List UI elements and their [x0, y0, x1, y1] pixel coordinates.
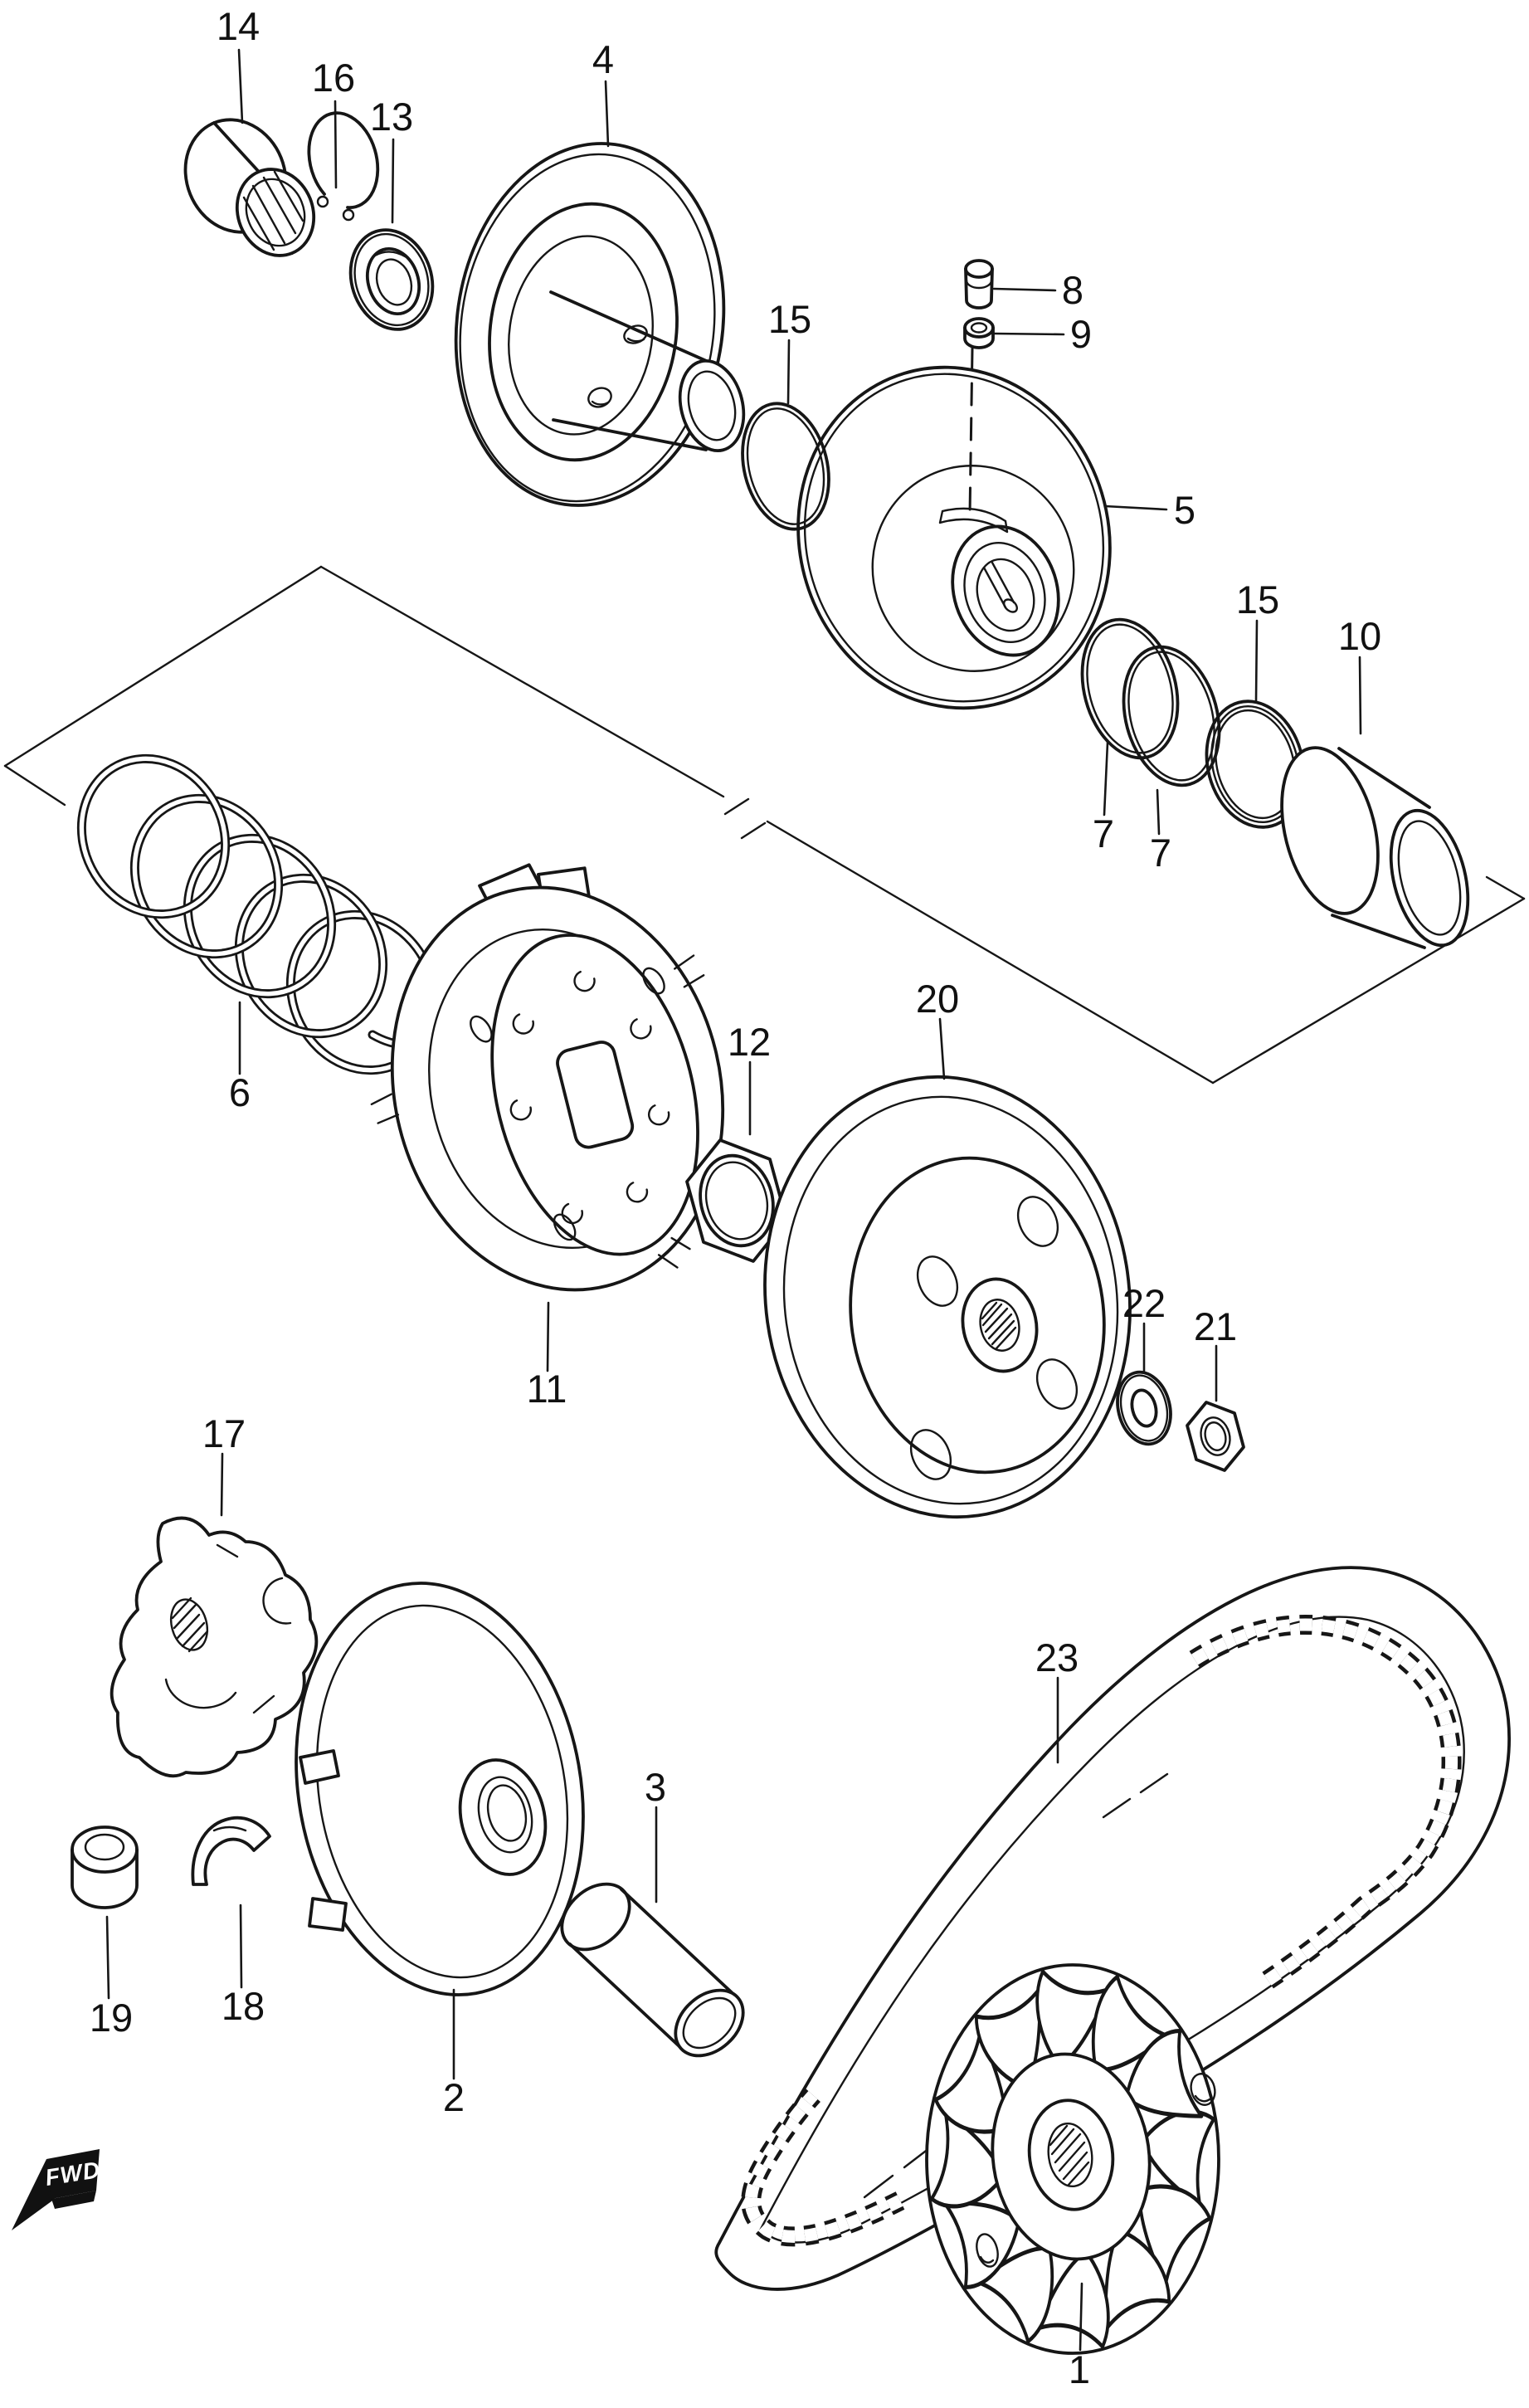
plane-fold-line-b — [766, 820, 1215, 1085]
fwd-flag-fold — [51, 2191, 96, 2209]
leader-10 — [1358, 656, 1362, 735]
leader-4 — [604, 80, 610, 148]
callout-20: 20 — [916, 977, 959, 1021]
plane-fold-line-a — [319, 565, 725, 798]
part-12-lock-nut — [685, 1138, 788, 1263]
part-15-snap-ring-a — [741, 402, 830, 531]
part-4-driven-face — [454, 142, 746, 507]
callout-leaders — [105, 48, 1362, 2352]
fwd-flag — [46, 2149, 100, 2199]
part-21-nut — [1186, 1401, 1245, 1472]
callout-18: 18 — [222, 1984, 265, 2028]
callout-15-a: 15 — [768, 297, 811, 341]
plane-edge-right-stub — [1485, 875, 1526, 900]
callout-1: 1 — [1069, 2347, 1090, 2391]
reference-plane-lines — [3, 565, 1526, 1085]
part-1-drive-pulley-fan — [925, 1963, 1220, 2355]
plane-edge-top-left — [3, 565, 323, 768]
assembly-axis-dashed-line — [968, 347, 974, 516]
plane-edge-left-stub — [3, 764, 66, 807]
callout-12: 12 — [728, 1020, 771, 1064]
belt-phantom-dashes-lower — [863, 2144, 934, 2199]
part-9-nut — [963, 317, 995, 349]
belt-phantom-dashes-upper — [1102, 1772, 1169, 1819]
part-14-needle-bearing — [183, 118, 316, 257]
callout-5: 5 — [1174, 488, 1195, 532]
part-7-ring-a — [1080, 617, 1180, 760]
leader-20 — [938, 1017, 946, 1080]
part-10-spacer-sleeve — [1280, 746, 1470, 949]
callout-14: 14 — [217, 4, 260, 48]
part-20-clutch-housing — [763, 1075, 1132, 1519]
belt-outer-edge — [714, 1566, 1511, 2291]
part-11-clutch-shoe-assembly — [370, 863, 725, 1292]
spline-hatch — [981, 1301, 1017, 1350]
fwd-marker: FWD — [12, 2149, 102, 2230]
leader-1 — [1079, 2282, 1083, 2352]
part-8-pin — [964, 259, 994, 310]
callout-15-b: 15 — [1236, 578, 1279, 621]
callout-4: 4 — [592, 37, 614, 81]
callout-labels: 14 16 13 4 15 8 9 5 7 7 15 10 6 11 12 20… — [90, 4, 1381, 2391]
part-19-roller — [71, 1825, 139, 1909]
part-22-washer — [1116, 1370, 1172, 1446]
leader-5 — [1103, 505, 1168, 511]
leader-15b — [1254, 619, 1259, 703]
callout-9: 9 — [1070, 312, 1092, 356]
callout-7-b: 7 — [1150, 831, 1171, 875]
part-2-fixed-drive-face — [295, 1582, 585, 1996]
leader-16 — [334, 100, 338, 189]
leader-19 — [105, 1915, 110, 2000]
callout-22: 22 — [1122, 1281, 1166, 1325]
callout-3: 3 — [645, 1765, 666, 1809]
leader-7b — [1156, 788, 1161, 836]
callout-19: 19 — [90, 1996, 133, 2040]
callout-11: 11 — [527, 1367, 567, 1411]
leader-14 — [237, 48, 244, 124]
part-13-bearing — [348, 228, 435, 331]
plane-break-ticks — [723, 797, 767, 840]
leader-13 — [391, 138, 395, 224]
callout-10: 10 — [1338, 614, 1381, 658]
spline-hatch — [171, 1596, 209, 1653]
part-17-movable-drive-face — [110, 1516, 319, 1778]
callout-21: 21 — [1194, 1304, 1237, 1348]
callout-13: 13 — [370, 95, 413, 139]
callout-6: 6 — [229, 1070, 251, 1114]
callout-2: 2 — [443, 2075, 465, 2119]
leader-8 — [992, 287, 1057, 292]
callout-23: 23 — [1035, 1635, 1079, 1679]
part-16-circlip — [307, 111, 380, 222]
part-18-slide-piece — [191, 1816, 271, 1886]
plane-edge-bottom-right — [1211, 897, 1526, 1085]
part-7-ring-b — [1122, 645, 1221, 787]
callout-7-a: 7 — [1093, 812, 1114, 855]
spline-hatch — [1049, 2124, 1090, 2186]
leader-7a — [1103, 741, 1109, 816]
part-5-movable-driven-face — [796, 365, 1112, 710]
callout-17: 17 — [202, 1411, 246, 1455]
callout-8: 8 — [1062, 268, 1083, 312]
part-3-spacer — [560, 1882, 745, 2058]
fwd-arrow-head-icon — [12, 2159, 55, 2230]
belt-cogs-right — [1189, 1614, 1462, 1993]
part-6-spring — [76, 753, 440, 1075]
leader-15a — [786, 339, 791, 405]
callout-16: 16 — [312, 56, 355, 100]
